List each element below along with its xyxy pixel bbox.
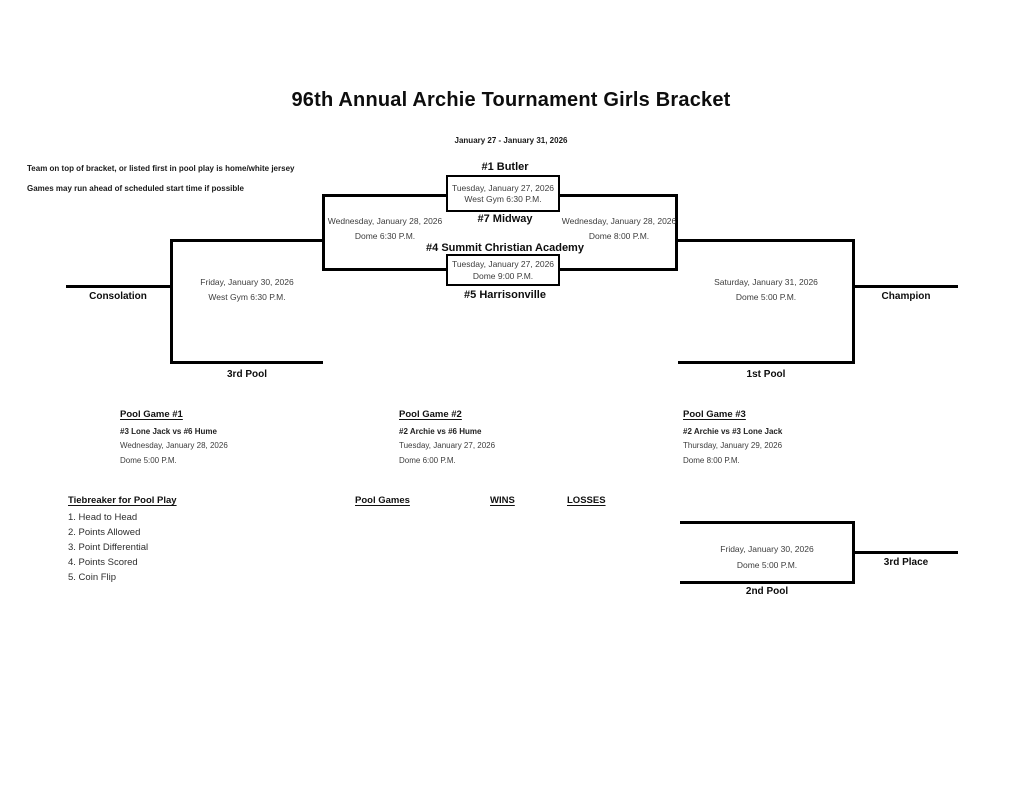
pool-game-2-matchup: #2 Archie vs #6 Hume — [399, 427, 482, 436]
pool-game-3-title: Pool Game #3 — [683, 409, 746, 420]
column-header-pool-games: Pool Games — [355, 495, 410, 506]
team-midway: #7 Midway — [477, 213, 533, 225]
bracket-line-champion-winner — [853, 285, 958, 288]
bracket-line-championship — [678, 239, 855, 364]
team-harrisonville: #5 Harrisonville — [464, 289, 546, 301]
game2-date: Tuesday, January 27, 2026 — [451, 259, 555, 269]
note-start-time: Games may run ahead of scheduled start t… — [27, 184, 244, 193]
third-place-label: 3rd Place — [883, 557, 929, 568]
third-place-game-venue: Dome 5:00 P.M. — [736, 560, 798, 570]
tiebreaker-item-1: 1. Head to Head — [68, 512, 138, 523]
tiebreaker-item-3: 3. Point Differential — [68, 542, 149, 553]
third-pool-label: 3rd Pool — [226, 369, 268, 380]
tiebreaker-item-5: 5. Coin Flip — [68, 572, 117, 583]
semifinal-right-venue: Dome 8:00 P.M. — [588, 231, 650, 241]
pool-game-2-date: Tuesday, January 27, 2026 — [399, 441, 496, 450]
game1-box: Tuesday, January 27, 2026 West Gym 6:30 … — [446, 175, 560, 212]
pool-game-2-title: Pool Game #2 — [399, 409, 462, 420]
bracket-line-consolation-winner — [66, 285, 170, 288]
date-range: January 27 - January 31, 2026 — [454, 136, 568, 145]
pool-game-1-date: Wednesday, January 28, 2026 — [120, 441, 228, 450]
consolation-label: Consolation — [89, 291, 147, 302]
tiebreaker-item-2: 2. Points Allowed — [68, 527, 141, 538]
third-place-game-date: Friday, January 30, 2026 — [720, 544, 814, 554]
pool-game-2-venue: Dome 6:00 P.M. — [399, 456, 456, 465]
pool-game-3-venue: Dome 8:00 P.M. — [683, 456, 740, 465]
pool-game-1-venue: Dome 5:00 P.M. — [120, 456, 177, 465]
champion-label: Champion — [881, 291, 931, 302]
first-pool-label: 1st Pool — [746, 369, 786, 380]
semifinal-left-date: Wednesday, January 28, 2026 — [327, 216, 443, 226]
game1-venue: West Gym 6:30 P.M. — [464, 194, 542, 204]
consolation-game-date: Friday, January 30, 2026 — [200, 277, 294, 287]
semifinal-left-venue: Dome 6:30 P.M. — [354, 231, 416, 241]
team-butler: #1 Butler — [481, 161, 529, 173]
bracket-line-third-place-winner — [853, 551, 958, 554]
consolation-game-venue: West Gym 6:30 P.M. — [208, 292, 286, 302]
team-summit-christian-academy: #4 Summit Christian Academy — [426, 242, 584, 254]
second-pool-label: 2nd Pool — [745, 586, 789, 597]
bracket-line-consolation — [170, 239, 323, 364]
column-header-losses: LOSSES — [567, 495, 606, 506]
championship-game-date: Saturday, January 31, 2026 — [714, 277, 818, 287]
tiebreaker-title: Tiebreaker for Pool Play — [68, 495, 177, 506]
pool-game-3-date: Thursday, January 29, 2026 — [683, 441, 783, 450]
championship-game-venue: Dome 5:00 P.M. — [735, 292, 797, 302]
pool-game-3-matchup: #2 Archie vs #3 Lone Jack — [683, 427, 783, 436]
page-title: 96th Annual Archie Tournament Girls Brac… — [291, 89, 731, 111]
column-header-wins: WINS — [490, 495, 515, 506]
pool-game-1-matchup: #3 Lone Jack vs #6 Hume — [120, 427, 217, 436]
game1-date: Tuesday, January 27, 2026 — [451, 182, 555, 193]
pool-game-1-title: Pool Game #1 — [120, 409, 183, 420]
tiebreaker-item-4: 4. Points Scored — [68, 557, 138, 568]
game2-venue: Dome 9:00 P.M. — [472, 270, 534, 281]
game2-box: Tuesday, January 27, 2026 Dome 9:00 P.M. — [446, 254, 560, 286]
note-home-jersey: Team on top of bracket, or listed first … — [27, 164, 295, 173]
semifinal-right-date: Wednesday, January 28, 2026 — [561, 216, 677, 226]
